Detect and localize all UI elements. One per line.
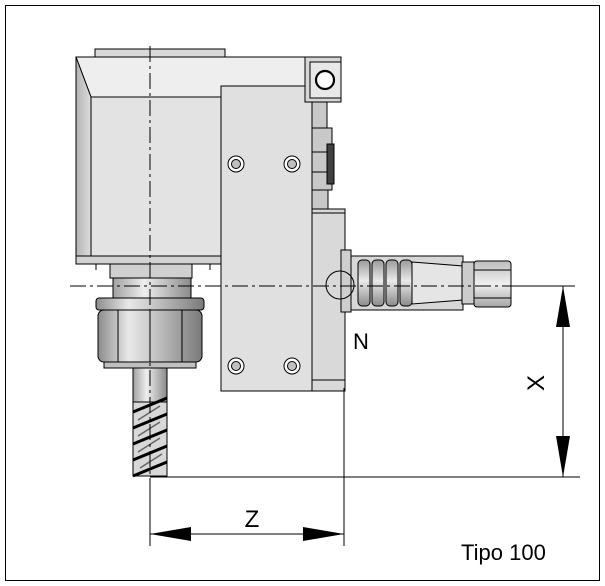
- mounting-plate: [220, 56, 346, 392]
- screw-bottom-right: [283, 357, 301, 375]
- side-shaft: [340, 249, 512, 313]
- plate-step-details: [311, 101, 335, 210]
- bolt-top-right: [314, 69, 336, 91]
- center-lines: [70, 46, 540, 484]
- label-model: Tipo 100: [461, 540, 546, 565]
- arrow-z-left: [150, 527, 191, 541]
- screw-top-right: [283, 155, 301, 173]
- screw-top-left: [227, 155, 245, 173]
- arrow-x-bottom: [556, 436, 570, 477]
- arrow-x-top: [556, 286, 570, 327]
- dimension-arrows: [150, 286, 570, 541]
- plate-screws: [227, 155, 301, 375]
- housing-body: [75, 48, 306, 270]
- label-n: N: [353, 329, 369, 354]
- arrow-z-right: [303, 527, 344, 541]
- label-x: X: [523, 375, 550, 391]
- reference-point-n-marker: [325, 270, 355, 300]
- screw-bottom-left: [227, 357, 245, 375]
- label-z: Z: [245, 506, 260, 533]
